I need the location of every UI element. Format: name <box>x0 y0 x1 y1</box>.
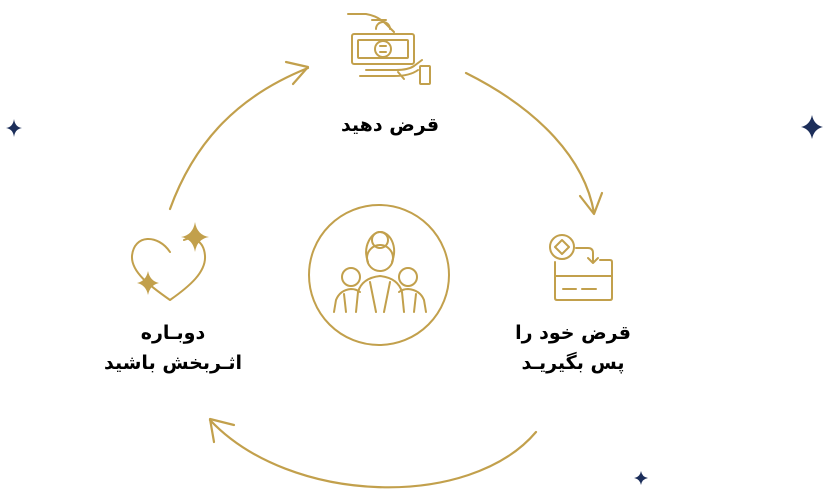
people-group-icon <box>308 204 450 346</box>
step-label-line: اثـربخش باشید <box>104 352 242 374</box>
step-label-line: قرض دهید <box>340 114 440 136</box>
heart-sparkle-icon <box>130 222 209 301</box>
sparkle-decoration <box>6 119 22 137</box>
step-label-impact-again: دوبـاره اثـربخش باشید <box>78 318 268 378</box>
step-label-line: قرض خود را <box>515 322 631 344</box>
step-label-line: دوبـاره <box>140 322 206 344</box>
step-label-line: پس بگیریـد <box>521 352 625 374</box>
sparkle-decoration <box>634 471 648 485</box>
arrow-top-to-right <box>464 71 604 216</box>
step-label-get-back: قرض خود را پس بگیریـد <box>478 318 668 378</box>
arrow-right-to-left <box>208 417 538 489</box>
card-receive-icon <box>549 234 613 301</box>
sparkle-decoration <box>801 115 823 139</box>
step-label-lend: قرض دهید <box>300 110 480 140</box>
hand-money-icon <box>347 13 431 85</box>
arrow-left-to-top <box>168 60 310 211</box>
